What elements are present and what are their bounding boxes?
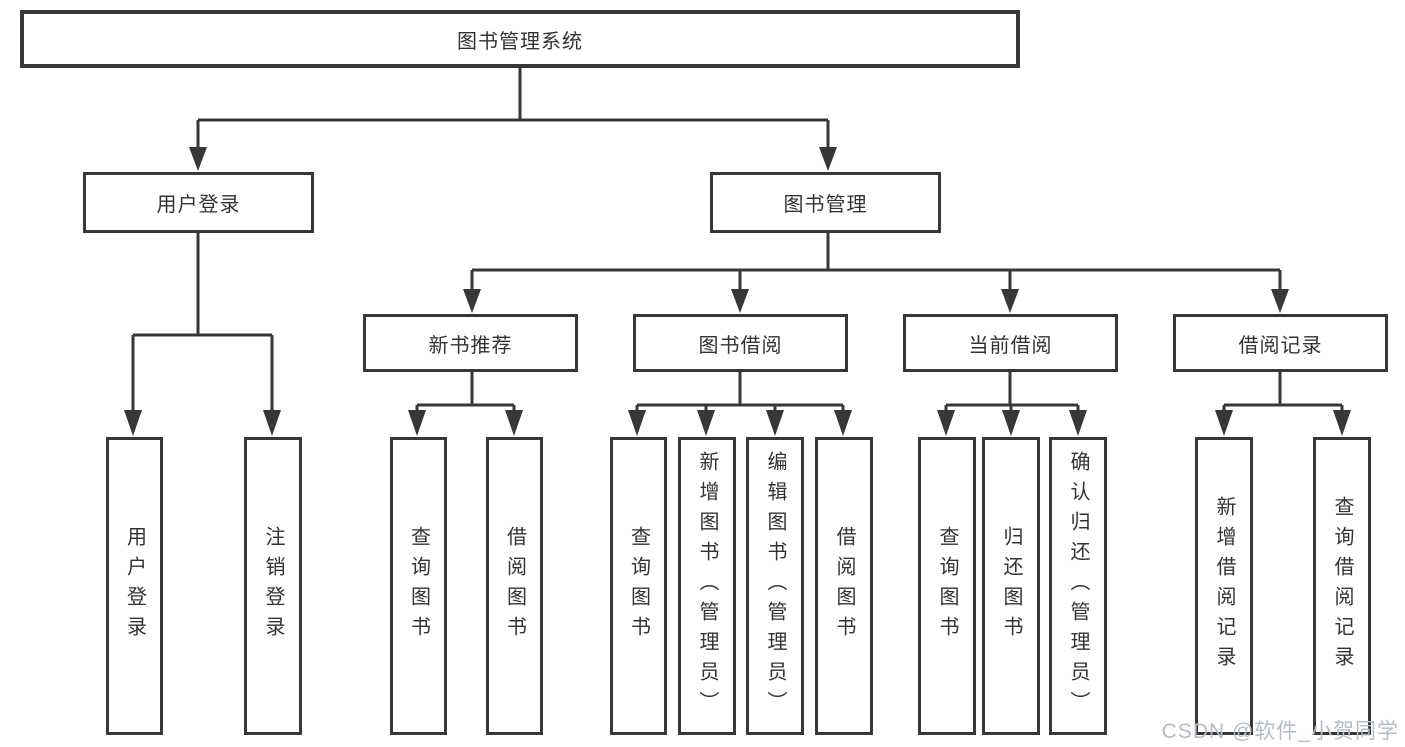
module-borrow-records-label: 借阅记录 <box>1238 334 1323 357</box>
csdn-watermark: CSDN @软件_小贺同学 <box>1161 720 1399 743</box>
module-book-borrow-label: 图书借阅 <box>698 334 783 357</box>
leaf-add-borrow-record: 新增借阅记录 <box>1195 437 1253 735</box>
leaf-add-borrow-record-label: 新增借阅记录 <box>1213 496 1235 676</box>
leaf-borrow-books-2: 借阅图书 <box>815 437 873 735</box>
module-new-book-recommend-label: 新书推荐 <box>428 334 513 357</box>
module-borrow-records: 借阅记录 <box>1173 314 1388 372</box>
module-new-book-recommend: 新书推荐 <box>363 314 578 372</box>
leaf-user-login: 用户登录 <box>106 437 163 735</box>
leaf-query-books-3-label: 查询图书 <box>936 526 958 646</box>
leaf-confirm-return-admin: 确认归还（管理员） <box>1049 437 1107 735</box>
branch-book-management-label: 图书管理 <box>783 194 868 216</box>
branch-user-login: 用户登录 <box>83 172 314 233</box>
leaf-query-borrow-record: 查询借阅记录 <box>1313 437 1371 735</box>
leaf-borrow-books-1: 借阅图书 <box>486 437 543 735</box>
module-current-borrow: 当前借阅 <box>903 314 1118 372</box>
leaf-query-books-1: 查询图书 <box>390 437 447 735</box>
leaf-query-books-2: 查询图书 <box>610 437 667 735</box>
module-current-borrow-label: 当前借阅 <box>968 334 1053 357</box>
leaf-return-book: 归还图书 <box>982 437 1040 735</box>
leaf-edit-book-admin-label: 编辑图书（管理员） <box>764 451 786 721</box>
leaf-user-login-label: 用户登录 <box>123 526 146 646</box>
leaf-return-book-label: 归还图书 <box>1000 526 1022 646</box>
leaf-add-book-admin: 新增图书（管理员） <box>678 437 736 735</box>
root-node-library-system: 图书管理系统 <box>20 10 1020 68</box>
leaf-borrow-books-1-label: 借阅图书 <box>503 526 526 646</box>
leaf-logout-label: 注销登录 <box>262 526 284 646</box>
root-node-label: 图书管理系统 <box>457 30 583 53</box>
module-book-borrow: 图书借阅 <box>633 314 848 372</box>
leaf-query-borrow-record-label: 查询借阅记录 <box>1331 496 1353 676</box>
leaf-query-books-1-label: 查询图书 <box>407 526 430 646</box>
leaf-logout: 注销登录 <box>244 437 302 735</box>
leaf-query-books-3: 查询图书 <box>918 437 976 735</box>
leaf-confirm-return-admin-label: 确认归还（管理员） <box>1067 451 1089 721</box>
leaf-query-books-2-label: 查询图书 <box>627 526 650 646</box>
leaf-edit-book-admin: 编辑图书（管理员） <box>746 437 804 735</box>
branch-user-login-label: 用户登录 <box>156 194 241 216</box>
branch-book-management: 图书管理 <box>710 172 941 233</box>
leaf-borrow-books-2-label: 借阅图书 <box>833 526 855 646</box>
leaf-add-book-admin-label: 新增图书（管理员） <box>696 451 718 721</box>
